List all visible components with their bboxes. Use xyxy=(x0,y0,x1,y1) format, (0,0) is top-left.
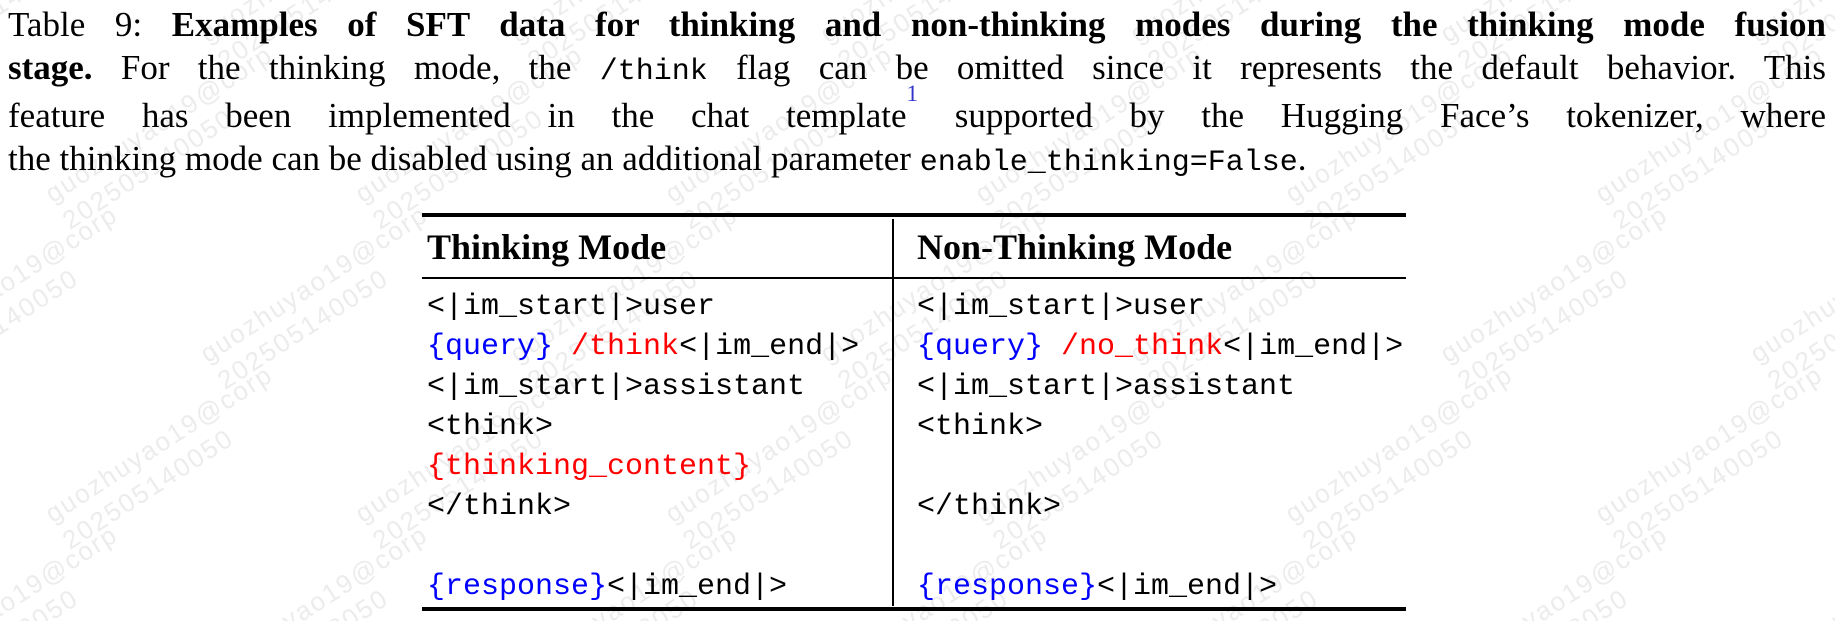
code-line xyxy=(917,447,1403,487)
code-segment: </think> xyxy=(427,490,572,524)
code-segment: {thinking_content} xyxy=(427,450,752,484)
code-segment: <think> xyxy=(427,410,554,444)
code-segment xyxy=(1043,330,1061,364)
enable-thinking-code: enable_thinking=False xyxy=(919,146,1298,180)
code-segment xyxy=(553,330,571,364)
code-segment: {response} xyxy=(427,570,608,604)
code-segment: /no_think xyxy=(1061,330,1224,364)
code-segment: <|im_end|> xyxy=(679,330,860,364)
caption-bold-stage: stage. xyxy=(8,48,93,87)
caption-line-2: stage. For the thinking mode, the /think… xyxy=(8,46,1826,94)
caption-text: . xyxy=(1297,139,1307,178)
caption-line-1: Table 9: Examples of SFT data for thinki… xyxy=(8,3,1826,46)
footnote-link[interactable]: 1 xyxy=(906,81,919,107)
caption-line-4: the thinking mode can be disabled using … xyxy=(8,137,1826,185)
code-line: {query} /no_think<|im_end|> xyxy=(917,327,1403,367)
caption-table-number: Table 9: xyxy=(8,5,172,44)
code-segment: {query} xyxy=(917,330,1044,364)
code-line xyxy=(427,527,859,567)
table-caption: Table 9: Examples of SFT data for thinki… xyxy=(8,3,1826,185)
code-segment: <|im_end|> xyxy=(607,570,788,604)
table-header-row: Thinking Mode Non-Thinking Mode xyxy=(422,217,1406,277)
code-line: {query} /think<|im_end|> xyxy=(427,327,859,367)
code-line: <think> xyxy=(427,407,859,447)
column-separator xyxy=(892,219,894,606)
code-segment: <|im_end|> xyxy=(1223,330,1404,364)
code-segment: {query} xyxy=(427,330,554,364)
code-line: <|im_start|>user xyxy=(427,287,859,327)
caption-text: For the thinking mode, the xyxy=(92,48,600,87)
code-line: {thinking_content} xyxy=(427,447,859,487)
code-segment: /think xyxy=(571,330,680,364)
code-segment: <|im_end|> xyxy=(1097,570,1278,604)
table-rule-top xyxy=(422,213,1406,217)
caption-text: the thinking mode can be disabled using … xyxy=(8,139,920,178)
caption-line-3: feature has been implemented in the chat… xyxy=(8,82,1826,137)
code-segment: <|im_start|>user xyxy=(917,290,1206,324)
think-flag-code: /think xyxy=(599,55,708,89)
code-line: </think> xyxy=(427,487,859,527)
caption-text: flag can be omitted since it represents … xyxy=(707,48,1826,87)
column-header-non-thinking-mode: Non-Thinking Mode xyxy=(917,227,1233,267)
caption-bold-title: Examples of SFT data for thinking and no… xyxy=(171,5,1826,44)
code-line xyxy=(917,527,1403,567)
code-line: <|im_start|>user xyxy=(917,287,1403,327)
sft-examples-table: Thinking Mode Non-Thinking Mode <|im_sta… xyxy=(422,213,1406,611)
code-line: {response}<|im_end|> xyxy=(427,567,859,607)
code-segment: <think> xyxy=(917,410,1044,444)
code-line: {response}<|im_end|> xyxy=(917,567,1403,607)
code-segment: {response} xyxy=(917,570,1098,604)
code-column-thinking: <|im_start|>user{query} /think<|im_end|>… xyxy=(427,287,859,607)
code-segment: </think> xyxy=(917,490,1062,524)
code-line: <think> xyxy=(917,407,1403,447)
table-rule-header xyxy=(422,277,1406,279)
code-line: <|im_start|>assistant xyxy=(427,367,859,407)
code-line: <|im_start|>assistant xyxy=(917,367,1403,407)
code-segment: <|im_start|>user xyxy=(427,290,716,324)
table-rule-bottom xyxy=(422,607,1406,611)
column-header-thinking-mode: Thinking Mode xyxy=(427,227,667,267)
caption-text: feature has been implemented in the chat… xyxy=(8,96,907,135)
code-column-non-thinking: <|im_start|>user{query} /no_think<|im_en… xyxy=(917,287,1403,607)
code-segment: <|im_start|>assistant xyxy=(427,370,806,404)
caption-text: supported by the Hugging Face’s tokenize… xyxy=(918,96,1826,135)
code-segment: <|im_start|>assistant xyxy=(917,370,1296,404)
table-body: <|im_start|>user{query} /think<|im_end|>… xyxy=(422,279,1406,607)
code-line: </think> xyxy=(917,487,1403,527)
